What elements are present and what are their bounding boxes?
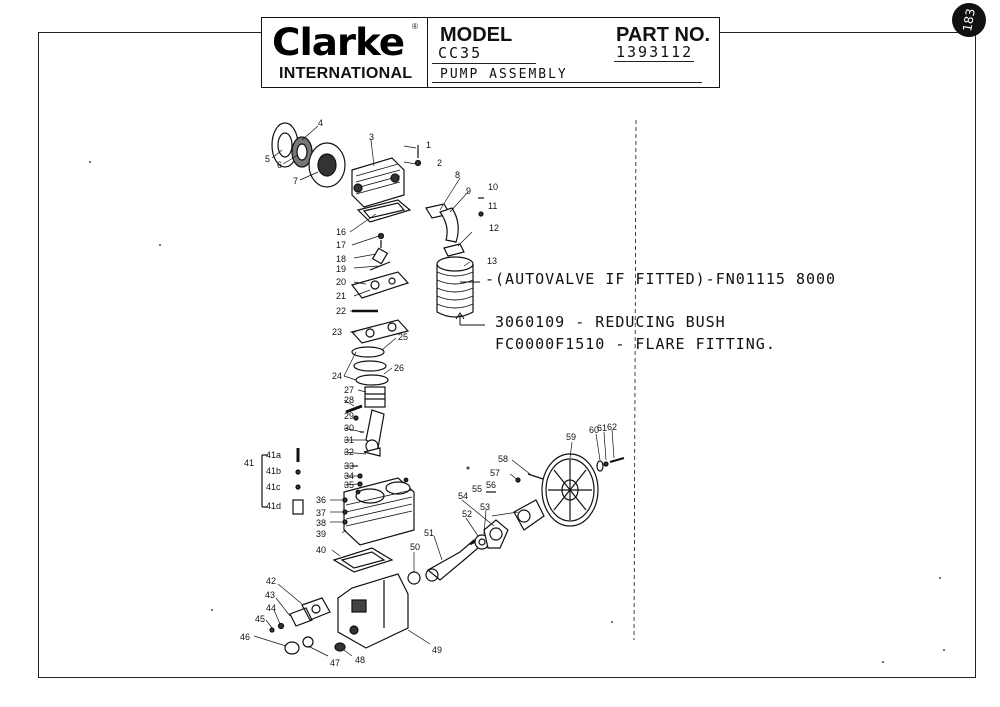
callout-62: 62 bbox=[607, 422, 617, 432]
callout-17: 17 bbox=[336, 240, 346, 250]
callout-49: 49 bbox=[432, 645, 442, 655]
logo-subtitle: INTERNATIONAL bbox=[279, 65, 413, 82]
callout-12: 12 bbox=[489, 223, 499, 233]
callout-29: 29 bbox=[344, 411, 354, 421]
callout-57: 57 bbox=[490, 468, 500, 478]
model-label: MODEL bbox=[440, 24, 513, 46]
model-value: CC35 bbox=[438, 44, 483, 62]
callout-41a: 41a bbox=[266, 450, 281, 460]
callout-40: 40 bbox=[316, 545, 326, 555]
callout-30: 30 bbox=[344, 423, 354, 433]
callout-25: 25 bbox=[398, 332, 408, 342]
callout-46: 46 bbox=[240, 632, 250, 642]
callout-21: 21 bbox=[336, 291, 346, 301]
callout-41b: 41b bbox=[266, 466, 281, 476]
callout-8: 8 bbox=[455, 170, 460, 180]
logo-wordmark: Clarke bbox=[272, 21, 405, 64]
crankcase bbox=[337, 573, 409, 649]
callout-23: 23 bbox=[332, 327, 342, 337]
callout-42: 42 bbox=[266, 576, 276, 586]
callout-19: 19 bbox=[336, 264, 346, 274]
air-filter bbox=[436, 256, 474, 318]
callout-56: 56 bbox=[486, 480, 496, 490]
callout-9: 9 bbox=[466, 186, 471, 196]
callout-47: 47 bbox=[330, 658, 340, 668]
callout-33: 33 bbox=[344, 461, 354, 471]
callout-43: 43 bbox=[265, 590, 275, 600]
callout-4: 4 bbox=[318, 118, 323, 128]
callout-31: 31 bbox=[344, 435, 354, 445]
callout-28: 28 bbox=[344, 395, 354, 405]
callout-41: 41 bbox=[244, 458, 254, 468]
callout-26: 26 bbox=[394, 363, 404, 373]
callout-5: 5 bbox=[265, 154, 270, 164]
callout-60: 60 bbox=[589, 425, 599, 435]
callout-50: 50 bbox=[410, 542, 420, 552]
title-underline bbox=[432, 82, 702, 83]
callout-38: 38 bbox=[316, 518, 326, 528]
title-block: Clarke ® INTERNATIONAL MODEL PART NO. CC… bbox=[261, 17, 720, 88]
autovalve-note: -(AUTOVALVE IF FITTED)-FN01115 8000 bbox=[485, 270, 837, 288]
fan-cover-group bbox=[271, 122, 346, 188]
callout-54: 54 bbox=[458, 491, 468, 501]
drawing-title: PUMP ASSEMBLY bbox=[440, 67, 568, 82]
callout-24: 24 bbox=[332, 371, 342, 381]
callout-41c: 41c bbox=[266, 482, 281, 492]
callout-32: 32 bbox=[344, 447, 354, 457]
callout-61: 61 bbox=[597, 423, 607, 433]
clarke-logo: Clarke ® INTERNATIONAL bbox=[262, 18, 428, 87]
callout-3: 3 bbox=[369, 132, 374, 142]
callout-34: 34 bbox=[344, 471, 354, 481]
callout-44: 44 bbox=[266, 603, 276, 613]
callout-37: 37 bbox=[316, 508, 326, 518]
cylinder-block bbox=[343, 477, 415, 546]
callout-16: 16 bbox=[336, 227, 346, 237]
reducing-bush-note: 3060109 - REDUCING BUSH bbox=[495, 313, 726, 331]
callout-1: 1 bbox=[426, 140, 431, 150]
callout-51: 51 bbox=[424, 528, 434, 538]
callout-59: 59 bbox=[566, 432, 576, 442]
callout-27: 27 bbox=[344, 385, 354, 395]
callout-36: 36 bbox=[316, 495, 326, 505]
callout-41d: 41d bbox=[266, 501, 281, 511]
callout-45: 45 bbox=[255, 614, 265, 624]
callout-11: 11 bbox=[488, 201, 497, 211]
callout-labels: 1 2 3 4 5 6 7 8 9 10 11 12 13 16 17 18 1… bbox=[240, 118, 617, 668]
cylinder-head bbox=[351, 157, 405, 208]
part-underline bbox=[614, 61, 694, 62]
callout-2: 2 bbox=[437, 158, 442, 168]
callout-52: 52 bbox=[462, 509, 472, 519]
callout-13: 13 bbox=[487, 256, 497, 266]
callout-20: 20 bbox=[336, 277, 346, 287]
flywheel-pulley bbox=[541, 453, 599, 527]
callout-53: 53 bbox=[480, 502, 490, 512]
callout-39: 39 bbox=[316, 529, 326, 539]
callout-6: 6 bbox=[277, 160, 282, 170]
model-underline bbox=[432, 63, 536, 64]
callout-18: 18 bbox=[336, 254, 346, 264]
callout-58: 58 bbox=[498, 454, 508, 464]
callout-7: 7 bbox=[293, 176, 298, 186]
callout-55: 55 bbox=[472, 484, 482, 494]
callout-48: 48 bbox=[355, 655, 365, 665]
part-number-value: 1393112 bbox=[616, 43, 694, 61]
callout-35: 35 bbox=[344, 480, 354, 490]
registered-mark: ® bbox=[412, 22, 418, 31]
callout-10: 10 bbox=[488, 182, 498, 192]
part-number-label: PART NO. bbox=[616, 24, 711, 46]
callout-22: 22 bbox=[336, 306, 346, 316]
